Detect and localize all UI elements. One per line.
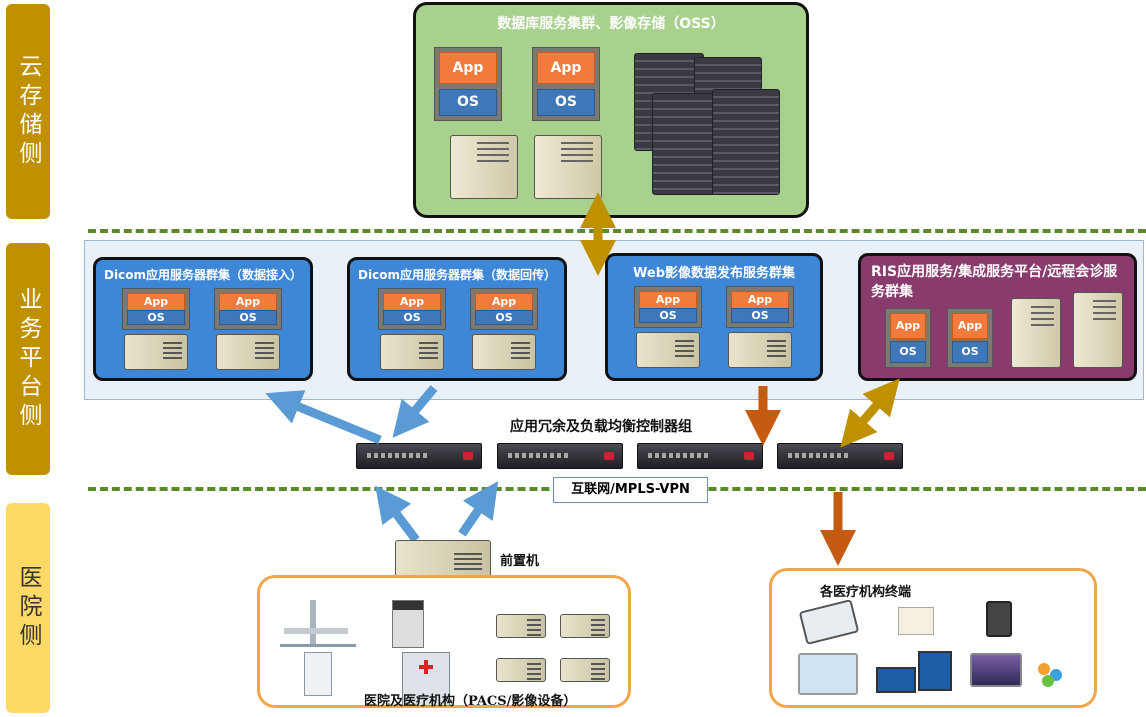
server-icon — [728, 332, 792, 368]
load-balancer-icon — [497, 443, 623, 469]
handheld-device-icon — [898, 607, 934, 635]
hospital-devices-label: 医院及医疗机构（PACS/影像设备） — [364, 694, 577, 709]
terminals-label: 各医疗机构终端 — [820, 585, 912, 600]
terminals-box: 各医疗机构终端 — [769, 568, 1097, 708]
cluster-title: Web影像数据发布服务群集 — [633, 266, 795, 281]
arrow — [265, 390, 382, 445]
monitor-icon — [918, 651, 952, 691]
server-icon — [216, 334, 280, 370]
load-balancer-icon — [356, 443, 482, 469]
ultrasound-cart-icon — [304, 652, 332, 696]
arrow — [392, 385, 438, 438]
cluster-title: Dicom应用服务器群集（数据回传） — [358, 268, 556, 282]
hospital-devices-box: 医院及医疗机构（PACS/影像设备） — [257, 575, 631, 709]
tower-server-icon — [450, 135, 518, 199]
workstation-icon — [560, 658, 610, 682]
tower-server-icon — [534, 135, 602, 199]
xray-machine-icon — [280, 600, 356, 647]
cluster-title: Dicom应用服务器群集（数据接入） — [104, 268, 302, 282]
arrow — [458, 481, 499, 537]
medical-cabinet-icon — [402, 652, 450, 706]
arrow — [840, 378, 900, 448]
cluster-title: RIS应用服务/集成服务平台/远程会诊服务群集 — [871, 264, 1118, 300]
load-balancer-icon — [637, 443, 763, 469]
tower-server-icon — [1073, 292, 1123, 368]
laptop-icon — [970, 653, 1022, 687]
side-label-cloud: 云存储侧 — [6, 4, 50, 219]
separator-top — [88, 229, 1146, 233]
cloud-cluster-title: 数据库服务集群、影像存储（OSS） — [497, 16, 725, 32]
internet-label: 互联网/MPLS-VPN — [553, 477, 708, 503]
workstation-icon — [560, 614, 610, 638]
tower-server-icon — [1011, 298, 1061, 368]
server-icon — [636, 332, 700, 368]
tablet-icon — [798, 598, 860, 646]
server-icon — [380, 334, 444, 370]
rack-server-icon — [652, 93, 716, 195]
workstation-icon — [496, 614, 546, 638]
server-icon — [472, 334, 536, 370]
desktop-pc-icon — [876, 667, 916, 693]
arrow — [375, 485, 420, 543]
rack-server-icon — [712, 89, 780, 195]
front-machine-label: 前置机 — [500, 554, 540, 569]
users-icon — [1036, 661, 1066, 691]
all-in-one-pc-icon — [798, 653, 858, 695]
side-label-business: 业务平台侧 — [6, 243, 50, 475]
server-icon — [124, 334, 188, 370]
side-label-hospital: 医院侧 — [6, 503, 50, 713]
ipad-icon — [986, 601, 1012, 637]
load-balancer-label: 应用冗余及负载均衡控制器组 — [510, 419, 692, 435]
ct-scanner-icon — [392, 600, 424, 648]
workstation-icon — [496, 658, 546, 682]
